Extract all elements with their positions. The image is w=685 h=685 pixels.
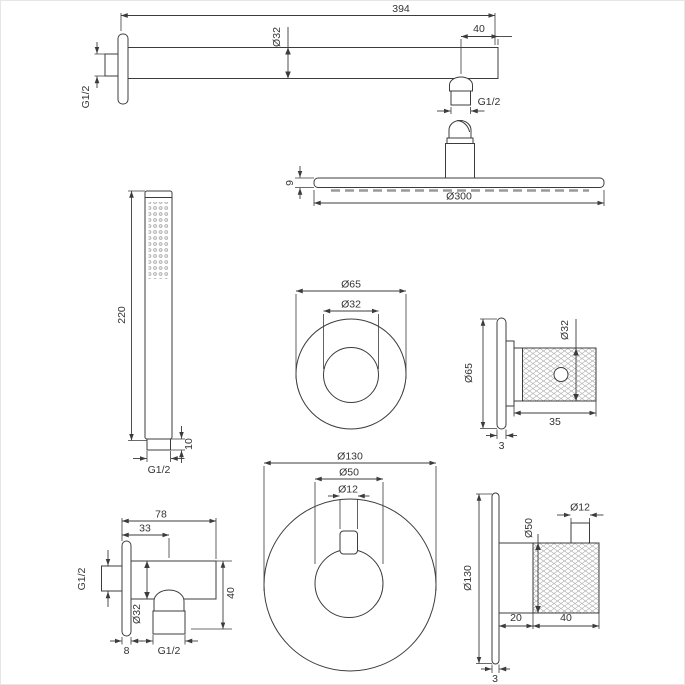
spray-face-dots: [148, 202, 169, 279]
large-trim-knurl: [533, 543, 599, 613]
large-trim-side-plate: [491, 492, 500, 665]
arm-wall-thread: [104, 53, 119, 77]
arm-tube: [127, 47, 499, 79]
dim-outlet-offset: 33: [139, 523, 151, 535]
rain-head-view: 9 Ø300: [284, 120, 605, 206]
large-trim-side-stub: [570, 522, 590, 544]
dim-hand-shower-length: 220: [116, 306, 128, 324]
dim-arm-length: 394: [392, 3, 410, 15]
dim-head-diameter: Ø300: [446, 191, 472, 203]
ball-seam: [456, 120, 471, 133]
dim-large-trim-inner: Ø50: [339, 467, 359, 479]
dim-large-side-base-depth: 20: [510, 612, 522, 624]
dim-head-thickness: 9: [284, 180, 296, 186]
dim-outlet-diameter: Ø32: [131, 604, 143, 624]
dim-large-side-handle-depth: 40: [560, 612, 572, 624]
arm-wall-flange: [117, 33, 129, 105]
large-trim-stub: [339, 530, 358, 555]
small-trim-front-view: Ø65 Ø32: [295, 279, 407, 430]
large-trim-handle: [314, 549, 384, 618]
small-trim-side-plate: [496, 317, 507, 430]
dim-outlet-thread: G1/2: [158, 645, 181, 657]
small-trim-handle: [323, 347, 379, 403]
dim-large-side-handle: Ø50: [523, 518, 535, 538]
dim-small-trim-depth: 35: [549, 416, 561, 428]
arm-drop-dome: [449, 76, 473, 92]
outlet-thread: [152, 610, 186, 635]
dim-arm-wall-thread: G1/2: [80, 85, 92, 108]
small-trim-side-collar: [505, 340, 515, 407]
dim-outlet-inlet-thread: G1/2: [76, 567, 88, 590]
dim-outlet-total-depth: 78: [155, 509, 167, 521]
small-trim-side-view: Ø65 Ø32 35 3: [463, 317, 597, 452]
dim-large-side-stub: Ø12: [570, 502, 590, 514]
large-trim-side-view: Ø12 Ø50 Ø130 20 40 3: [462, 492, 604, 685]
head-neck: [445, 143, 475, 179]
dim-large-side-plate: Ø130: [462, 565, 474, 591]
dim-large-side-plate-thickness: 3: [492, 673, 498, 685]
dim-large-trim-stub: Ø12: [338, 484, 358, 496]
hand-shower-view: 220 10 G1/2: [116, 190, 195, 476]
dim-arm-drop-offset: 40: [473, 23, 485, 35]
large-trim-front-view: Ø130 Ø50 Ø12: [263, 451, 437, 672]
small-trim-screw-hole: [553, 367, 569, 382]
head-plate: [313, 177, 605, 188]
outlet-flange: [121, 540, 132, 637]
wall-outlet-view: 78 33 G1/2 Ø32 40 8 G1/2: [76, 509, 237, 658]
large-trim-side-base: [498, 542, 534, 614]
dim-hand-shower-connector: 10: [183, 438, 195, 450]
dim-small-trim-side-plate: Ø65: [463, 363, 475, 383]
arm-drop-thread: [450, 90, 471, 106]
dim-small-trim-outer: Ø65: [341, 279, 361, 291]
dim-small-trim-side-handle: Ø32: [559, 320, 571, 340]
dim-small-trim-inner: Ø32: [341, 299, 361, 311]
hand-shower-thread: [146, 438, 171, 451]
shower-arm-view: 394 Ø32 40 G1/2 G1/2: [80, 3, 512, 114]
outlet-dome: [153, 589, 185, 612]
dim-outlet-plate-thickness: 8: [124, 645, 130, 657]
dim-large-trim-outer: Ø130: [337, 451, 363, 463]
head-ball-joint: [448, 120, 472, 139]
dim-arm-pipe-diameter: Ø32: [271, 27, 283, 47]
dim-arm-outlet-thread: G1/2: [478, 96, 501, 108]
head-collar: [446, 137, 474, 144]
dim-outlet-height: 40: [225, 587, 237, 599]
dim-small-trim-plate-thickness: 3: [499, 440, 505, 452]
dim-hand-shower-thread: G1/2: [148, 464, 171, 476]
outlet-inlet-thread: [101, 565, 123, 592]
